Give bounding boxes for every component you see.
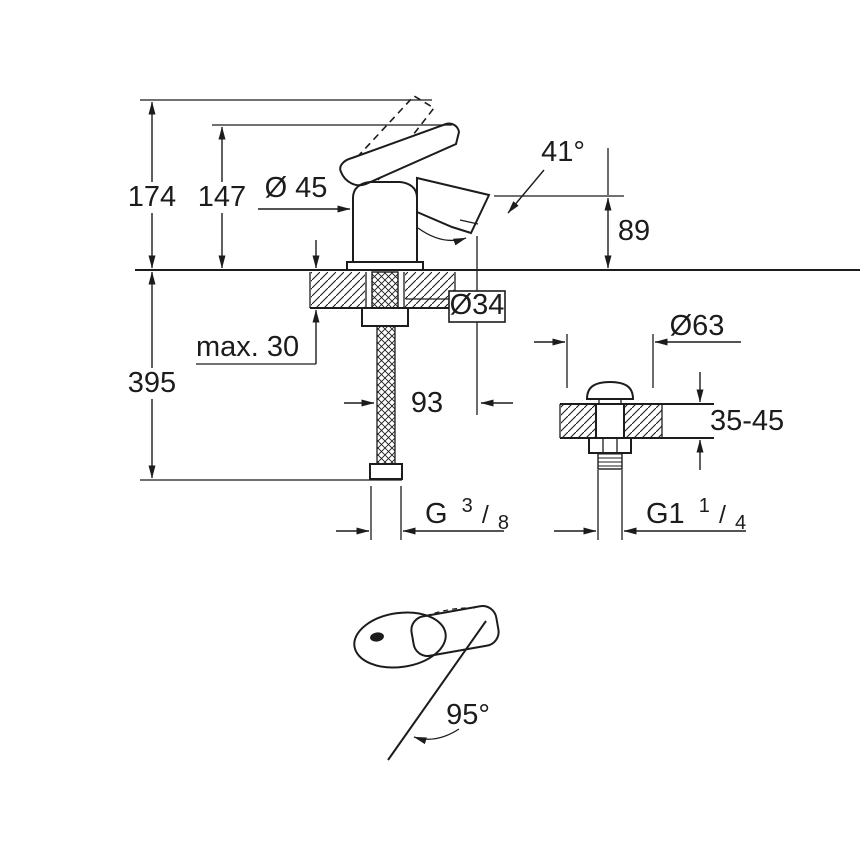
dim-label-147: 147	[198, 181, 246, 213]
waste-thread-numerator: 1	[699, 495, 710, 517]
flex-hose	[376, 325, 396, 465]
spout-outline	[416, 176, 491, 235]
handle-indicator-dot	[370, 632, 384, 642]
dim-label-max-deck: max. 30	[196, 331, 299, 363]
lever-outline	[339, 122, 461, 187]
dim-label-hole-diameter: Ø34	[450, 289, 505, 321]
dim-label-spout-height: 89	[618, 215, 650, 247]
swing-reference-line	[387, 620, 487, 761]
dimensions: 174 147 Ø 45 41° 89 max. 30 395 Ø34 93 Ø…	[126, 99, 784, 731]
faucet-base-flange	[346, 261, 424, 271]
pop-up-waste-detail	[559, 380, 714, 470]
handle-paddle-dashed-line	[425, 607, 479, 617]
supply-thread-denominator: 8	[498, 512, 509, 534]
dim-label-projection: 93	[411, 387, 443, 419]
waste-thread-base: G1	[646, 498, 685, 530]
hose-end-nut	[369, 463, 403, 480]
leader-spout-angle	[507, 169, 545, 214]
dim-label-waste-deck-range: 35-45	[710, 405, 784, 437]
waste-cap-dome	[585, 380, 635, 400]
waste-locknut	[588, 437, 632, 454]
dim-174-text-bg	[126, 182, 178, 213]
hole-diameter-box	[448, 290, 506, 323]
swing-arc-arrow	[413, 728, 460, 745]
aerator-line	[459, 219, 479, 225]
faucet-body-outline	[352, 181, 418, 262]
waste-threaded-tail	[597, 452, 623, 470]
dim-label-hose-length: 395	[128, 367, 176, 399]
handle-paddle-outline	[410, 605, 500, 657]
supply-thread-slash: /	[482, 501, 489, 529]
supply-thread-numerator: 3	[462, 495, 473, 517]
counter-hatch-right	[405, 272, 454, 308]
waste-hatch-right	[624, 404, 662, 438]
handle-body-outline	[353, 611, 447, 669]
dim-label-supply-thread: G 3 / 8	[425, 487, 509, 534]
flow-direction-arrow	[417, 227, 467, 246]
dim-label-waste-cap-diameter: Ø63	[670, 310, 725, 342]
dim-label-base-diameter: Ø 45	[265, 172, 328, 204]
mounting-nut	[361, 307, 409, 327]
waste-thread-denominator: 4	[735, 512, 746, 534]
dim-label-174: 174	[128, 181, 176, 213]
dim-label-waste-thread: G1 1 / 4	[646, 487, 746, 534]
handle-top-view	[353, 605, 500, 761]
waste-hatch-left	[561, 404, 596, 438]
dim-395-text-bg	[126, 368, 178, 399]
faucet-side-view	[339, 94, 491, 480]
threaded-shank	[371, 271, 399, 309]
dim-147-text-bg	[196, 182, 248, 213]
dim-label-spout-angle: 41°	[541, 136, 585, 168]
supply-thread-base: G	[425, 498, 448, 530]
countertop-section	[135, 269, 860, 309]
counter-hatch-left	[311, 272, 365, 308]
dim-label-swing-angle: 95°	[446, 699, 490, 731]
waste-thread-slash: /	[719, 501, 726, 529]
